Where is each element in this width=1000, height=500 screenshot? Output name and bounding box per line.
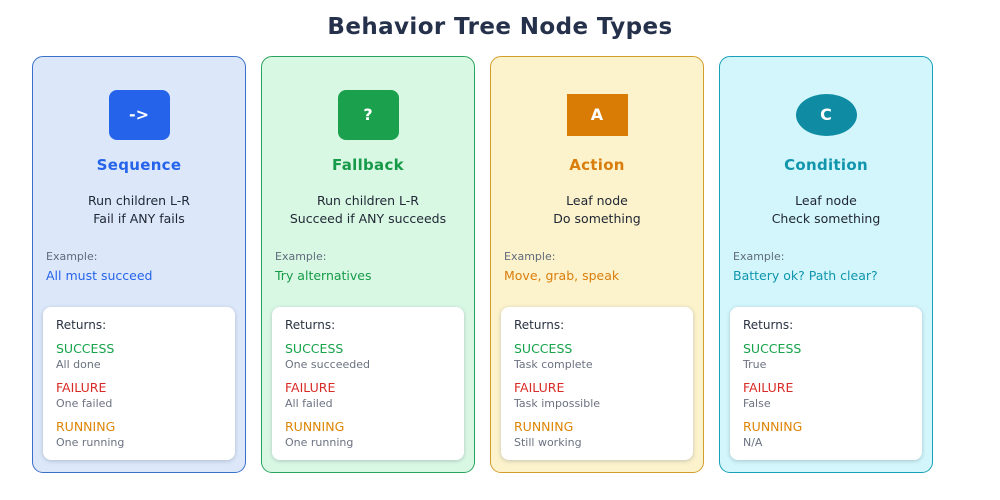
- node-card-action: A Action Leaf node Do something Example:…: [490, 56, 704, 473]
- returns-box: Returns: SUCCESS True FAILURE False RUNN…: [730, 307, 922, 460]
- return-status: FAILURE: [743, 380, 794, 395]
- node-card-fallback: ? Fallback Run children L-R Succeed if A…: [261, 56, 475, 473]
- return-status: FAILURE: [514, 380, 565, 395]
- return-row: SUCCESS True: [743, 341, 909, 371]
- example-block: Example: All must succeed: [46, 250, 152, 283]
- returns-box: Returns: SUCCESS One succeeded FAILURE A…: [272, 307, 464, 460]
- return-row: FAILURE One failed: [56, 380, 222, 410]
- return-status: SUCCESS: [56, 341, 115, 356]
- example-value: Try alternatives: [275, 268, 372, 283]
- returns-label: Returns:: [514, 318, 565, 332]
- returns-list: SUCCESS True FAILURE False RUNNING N/A: [743, 341, 909, 449]
- example-block: Example: Try alternatives: [275, 250, 372, 283]
- return-status: RUNNING: [514, 419, 574, 434]
- return-row: SUCCESS All done: [56, 341, 222, 371]
- return-status-desc: N/A: [743, 436, 763, 449]
- example-label: Example:: [275, 250, 327, 263]
- return-status-desc: True: [743, 358, 767, 371]
- page-title: Behavior Tree Node Types: [327, 14, 673, 40]
- example-label: Example:: [733, 250, 785, 263]
- node-title: Condition: [784, 156, 868, 174]
- node-card-condition: C Condition Leaf node Check something Ex…: [719, 56, 933, 473]
- returns-list: SUCCESS One succeeded FAILURE All failed…: [285, 341, 451, 449]
- return-row: FAILURE All failed: [285, 380, 451, 410]
- return-status-desc: Still working: [514, 436, 582, 449]
- badge-wrap: C: [720, 90, 932, 140]
- example-block: Example: Move, grab, speak: [504, 250, 619, 283]
- node-symbol-icon-action: A: [566, 94, 628, 136]
- return-status-desc: One running: [56, 436, 125, 449]
- returns-box: Returns: SUCCESS Task complete FAILURE T…: [501, 307, 693, 460]
- return-row: FAILURE False: [743, 380, 909, 410]
- return-status-desc: One running: [285, 436, 354, 449]
- description-line-2: Succeed if ANY succeeds: [289, 211, 447, 226]
- returns-label: Returns:: [56, 318, 107, 332]
- badge-wrap: ->: [33, 90, 245, 140]
- node-description: Run children L-R Succeed if ANY succeeds: [262, 192, 474, 228]
- description-line-1: Leaf node: [566, 193, 628, 208]
- example-label: Example:: [504, 250, 556, 263]
- node-symbol-icon-fallback: ?: [337, 90, 399, 140]
- return-row: FAILURE Task impossible: [514, 380, 680, 410]
- node-description: Leaf node Check something: [720, 192, 932, 228]
- return-row: RUNNING N/A: [743, 419, 909, 449]
- return-status: RUNNING: [285, 419, 345, 434]
- return-status: SUCCESS: [743, 341, 802, 356]
- node-description: Leaf node Do something: [491, 192, 703, 228]
- node-card-sequence: -> Sequence Run children L-R Fail if ANY…: [32, 56, 246, 473]
- node-cards-row: -> Sequence Run children L-R Fail if ANY…: [32, 56, 933, 473]
- return-status-desc: Task impossible: [514, 397, 601, 410]
- description-line-2: Check something: [771, 211, 881, 226]
- return-status: FAILURE: [56, 380, 107, 395]
- returns-label: Returns:: [743, 318, 794, 332]
- example-block: Example: Battery ok? Path clear?: [733, 250, 878, 283]
- node-symbol-icon-sequence: ->: [108, 90, 170, 140]
- return-row: RUNNING One running: [285, 419, 451, 449]
- node-title: Action: [569, 156, 625, 174]
- return-row: SUCCESS One succeeded: [285, 341, 451, 371]
- node-title: Fallback: [332, 156, 404, 174]
- returns-list: SUCCESS All done FAILURE One failed RUNN…: [56, 341, 222, 449]
- return-status-desc: All done: [56, 358, 101, 371]
- return-status: RUNNING: [743, 419, 803, 434]
- return-status-desc: One succeeded: [285, 358, 370, 371]
- example-value: All must succeed: [46, 268, 153, 283]
- returns-list: SUCCESS Task complete FAILURE Task impos…: [514, 341, 680, 449]
- return-row: SUCCESS Task complete: [514, 341, 680, 371]
- example-label: Example:: [46, 250, 98, 263]
- description-line-1: Run children L-R: [87, 193, 190, 208]
- return-status-desc: False: [743, 397, 771, 410]
- description-line-1: Run children L-R: [316, 193, 419, 208]
- description-line-2: Fail if ANY fails: [93, 211, 185, 226]
- badge-wrap: A: [491, 90, 703, 140]
- return-status: FAILURE: [285, 380, 336, 395]
- return-status-desc: One failed: [56, 397, 113, 410]
- example-value: Battery ok? Path clear?: [733, 268, 878, 283]
- return-status: SUCCESS: [514, 341, 573, 356]
- badge-wrap: ?: [262, 90, 474, 140]
- return-status: RUNNING: [56, 419, 116, 434]
- return-row: RUNNING One running: [56, 419, 222, 449]
- example-value: Move, grab, speak: [504, 268, 620, 283]
- returns-label: Returns:: [285, 318, 336, 332]
- description-line-2: Do something: [553, 211, 641, 226]
- return-status-desc: All failed: [285, 397, 333, 410]
- node-description: Run children L-R Fail if ANY fails: [33, 192, 245, 228]
- description-line-1: Leaf node: [795, 193, 857, 208]
- node-symbol-icon-condition: C: [795, 94, 857, 136]
- return-row: RUNNING Still working: [514, 419, 680, 449]
- return-status-desc: Task complete: [514, 358, 593, 371]
- return-status: SUCCESS: [285, 341, 344, 356]
- node-title: Sequence: [96, 156, 182, 174]
- returns-box: Returns: SUCCESS All done FAILURE One fa…: [43, 307, 235, 460]
